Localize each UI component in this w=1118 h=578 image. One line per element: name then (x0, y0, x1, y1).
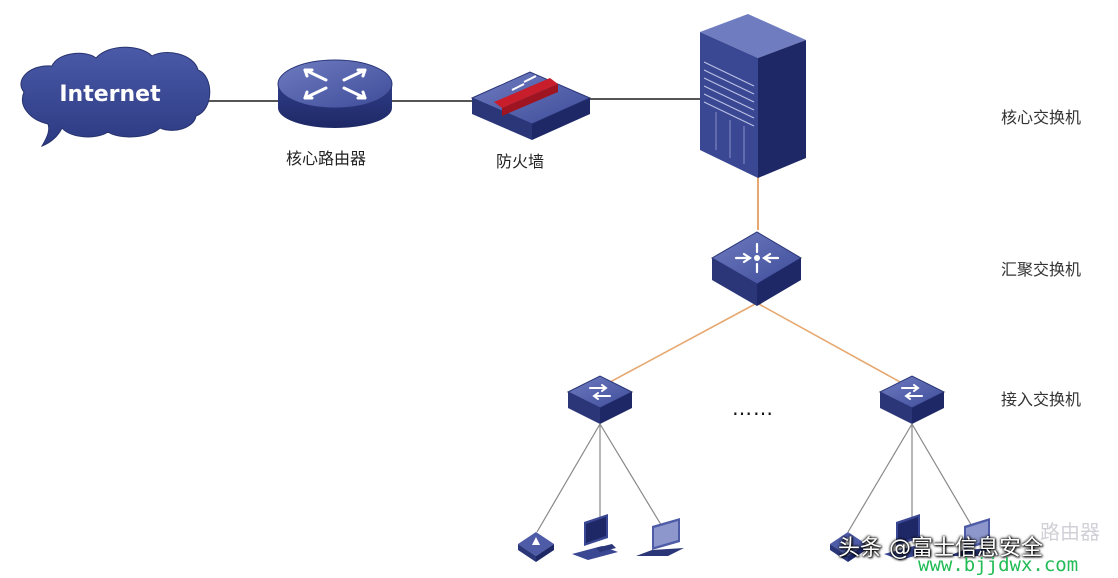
desktop-pc-left-icon (572, 514, 618, 560)
core-switch-icon (700, 14, 806, 178)
link-access-left-ap (536, 423, 601, 533)
link-aggregation-access-left (598, 302, 758, 389)
core-router-icon (277, 59, 393, 128)
internet-label: Internet (59, 82, 161, 107)
access-switch-left-icon (566, 375, 634, 424)
core-router-label: 核心路由器 (286, 149, 367, 168)
internet-cloud: Internet (20, 46, 211, 148)
link-aggregation-access-right (756, 302, 912, 389)
author-watermark: 头条 @富士信息安全 (838, 536, 1043, 561)
overlay-watermark: 路由器 (1040, 520, 1100, 544)
access-point-right-icon (830, 532, 866, 562)
laptop-right-icon (948, 518, 994, 556)
site-watermark: www.bjjdwx.com (918, 554, 1079, 576)
tier-label-access: 接入交换机 (1001, 390, 1082, 409)
tier-label-aggregation: 汇聚交换机 (1001, 260, 1082, 279)
desktop-pc-right-icon (884, 514, 930, 560)
firewall-label: 防火墙 (496, 152, 545, 171)
aggregation-switch-icon (711, 231, 802, 306)
access-switch-right-icon (878, 375, 946, 424)
more-switches-ellipsis: …… (732, 396, 774, 420)
firewall-icon (470, 71, 592, 140)
connection-lines (205, 98, 974, 533)
access-point-left-icon (518, 532, 554, 562)
link-access-left-laptop (599, 423, 664, 529)
link-access-right-ap (847, 423, 913, 533)
tier-label-core: 核心交换机 (1001, 108, 1082, 127)
link-access-right-laptop (911, 423, 974, 529)
laptop-left-icon (636, 518, 684, 556)
